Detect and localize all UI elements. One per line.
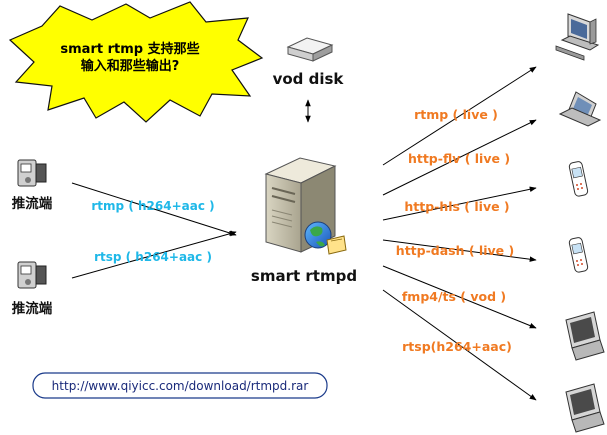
video-camera-icon <box>17 261 47 289</box>
callout-burst: smart rtmp 支持那些 输入和那些输出? <box>8 1 264 123</box>
server-label: smart rtmpd <box>251 267 357 285</box>
source-label-1: 推流端 <box>12 195 53 212</box>
output-label-3: http-hls ( live ) <box>404 199 509 214</box>
callout-line1: smart rtmp 支持那些 <box>60 41 199 57</box>
vod-disk-label: vod disk <box>273 70 345 88</box>
disk-drive-icon <box>286 37 334 62</box>
output-arrow-2 <box>382 119 537 196</box>
video-camera-icon <box>17 159 47 187</box>
output-label-2: http-flv ( live ) <box>408 151 510 166</box>
output-label-4: http-dash ( live ) <box>396 243 514 258</box>
crt-monitor-icon <box>565 383 605 433</box>
output-label-1: rtmp ( live ) <box>414 107 498 122</box>
output-arrow-1 <box>382 66 537 166</box>
output-arrow-4 <box>382 239 537 262</box>
input-arrow-rtsp <box>71 231 237 279</box>
download-url-box[interactable]: http://www.qiyicc.com/download/rtmpd.rar <box>32 372 328 399</box>
mobile-phone-icon <box>568 237 589 273</box>
download-url-link[interactable]: http://www.qiyicc.com/download/rtmpd.rar <box>52 379 309 393</box>
output-label-5: fmp4/ts ( vod ) <box>402 289 506 304</box>
output-arrow-3 <box>382 186 537 221</box>
output-label-6: rtsp(h264+aac) <box>402 339 512 354</box>
server-tower-icon <box>264 157 347 255</box>
output-arrow-5 <box>382 265 537 329</box>
laptop-icon <box>558 91 602 127</box>
source-label-2: 推流端 <box>12 300 53 317</box>
crt-monitor-icon <box>565 311 605 361</box>
output-arrow-6 <box>382 289 537 401</box>
callout-burst-shape <box>8 1 264 123</box>
desktop-computer-icon <box>555 13 600 61</box>
mobile-phone-icon <box>568 161 589 197</box>
input-label-rtsp: rtsp ( h264+aac ) <box>94 250 212 264</box>
download-url-frame <box>32 372 328 399</box>
callout-line2: 输入和那些输出? <box>81 58 180 74</box>
input-arrow-rtmp <box>71 182 237 236</box>
input-label-rtmp: rtmp ( h264+aac ) <box>91 199 214 213</box>
